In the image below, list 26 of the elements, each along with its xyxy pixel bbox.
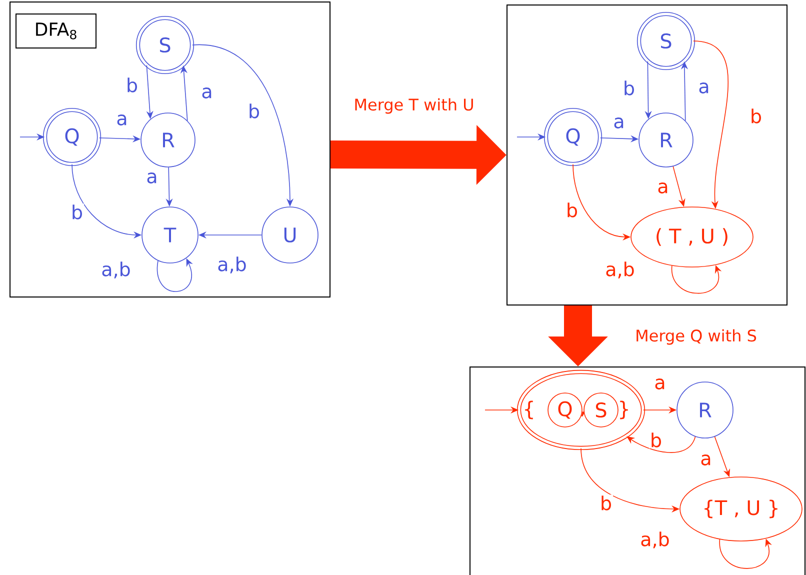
edge-label: b: [598, 494, 614, 512]
edge-label: b: [622, 80, 636, 96]
edge-label: a,b: [639, 530, 671, 550]
edge-label: b: [564, 202, 580, 218]
edge-label: Merge T with U: [352, 97, 476, 115]
edge-label: a: [653, 378, 667, 390]
edge-label: b: [748, 108, 764, 124]
edge-label: a: [612, 116, 626, 130]
edge-label: a: [115, 114, 129, 126]
edge-label: a: [200, 86, 214, 100]
edge-label: a: [145, 172, 159, 184]
edge-label: Merge Q with S: [634, 328, 758, 346]
edge-label: b: [246, 102, 262, 120]
panel-frame: [470, 366, 806, 575]
edge-label: b: [648, 432, 664, 448]
arrow: [626, 436, 696, 453]
edge-label: a: [656, 182, 670, 194]
panel-frame: [10, 2, 330, 298]
edge-label: a,b: [100, 260, 132, 280]
edge-label: b: [124, 76, 140, 94]
edge-label: a,b: [216, 256, 248, 274]
edge-label: a: [697, 82, 711, 94]
edge-label: a: [699, 454, 713, 466]
title-box: DFA$_{8}$: [16, 14, 96, 48]
edge-label: b: [70, 204, 84, 220]
panel-frame: [506, 4, 788, 306]
